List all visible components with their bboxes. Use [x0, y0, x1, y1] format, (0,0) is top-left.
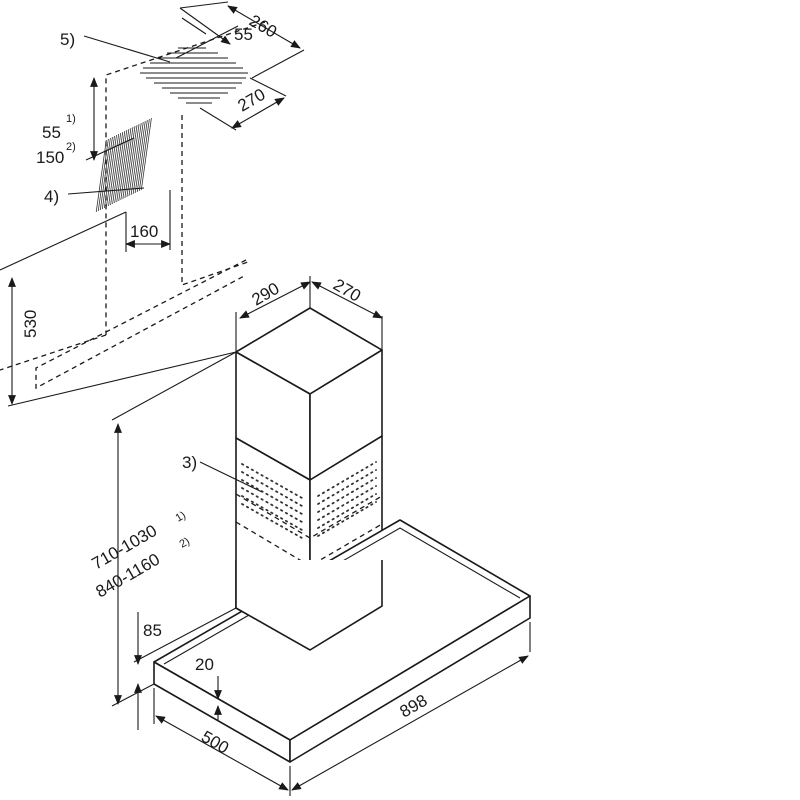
- dim-55-top-label: 55: [234, 25, 253, 44]
- dim-530: 530: [0, 211, 237, 407]
- dim-55-label: 55: [42, 123, 61, 142]
- grille-hatch-line: [132, 122, 144, 194]
- grille-hatch-line: [126, 125, 138, 197]
- callout-4: 4): [44, 187, 145, 206]
- dim-55-sup: 1): [66, 113, 76, 125]
- dim-270-label: 270: [330, 275, 364, 306]
- wall-vent-grille: [95, 118, 152, 212]
- dim-290-label: 290: [249, 279, 283, 310]
- callout-5: 5): [60, 30, 171, 63]
- callout-5-label: 5): [60, 30, 75, 49]
- grille-hatch-line: [128, 124, 140, 196]
- dim-85: 85: [133, 607, 237, 730]
- grille-hatch-line: [134, 121, 146, 193]
- callout-3-label: 3): [182, 453, 197, 472]
- chimney-perforations: [241, 461, 377, 539]
- dim-150-sup: 2): [66, 141, 76, 153]
- dim-270-top-label: 270: [235, 85, 269, 116]
- dim-160: 160: [125, 190, 171, 252]
- dim-840-sup: 2): [178, 535, 192, 550]
- grille-hatch-line: [130, 123, 142, 195]
- dim-55-150: 55 1) 150 2): [36, 77, 135, 167]
- grille-hatch-line: [136, 120, 148, 192]
- dim-160-label: 160: [130, 222, 158, 241]
- dim-55-top: 55: [175, 7, 253, 59]
- dim-710-sup: 1): [174, 509, 188, 524]
- dim-530-label: 530: [21, 310, 40, 338]
- callout-3: 3): [182, 453, 263, 493]
- grille-hatch-line: [140, 118, 152, 190]
- dim-20-label: 20: [195, 655, 214, 674]
- hood-canopy: [153, 519, 531, 763]
- dim-270-top: 270: [199, 77, 287, 131]
- grille-hatch-line: [138, 119, 150, 191]
- callout-4-label: 4): [44, 187, 59, 206]
- ceiling-vent-grille: [140, 47, 248, 104]
- dim-150-label: 150: [36, 148, 64, 167]
- dim-85-label: 85: [143, 621, 162, 640]
- dim-500-label: 500: [198, 727, 232, 758]
